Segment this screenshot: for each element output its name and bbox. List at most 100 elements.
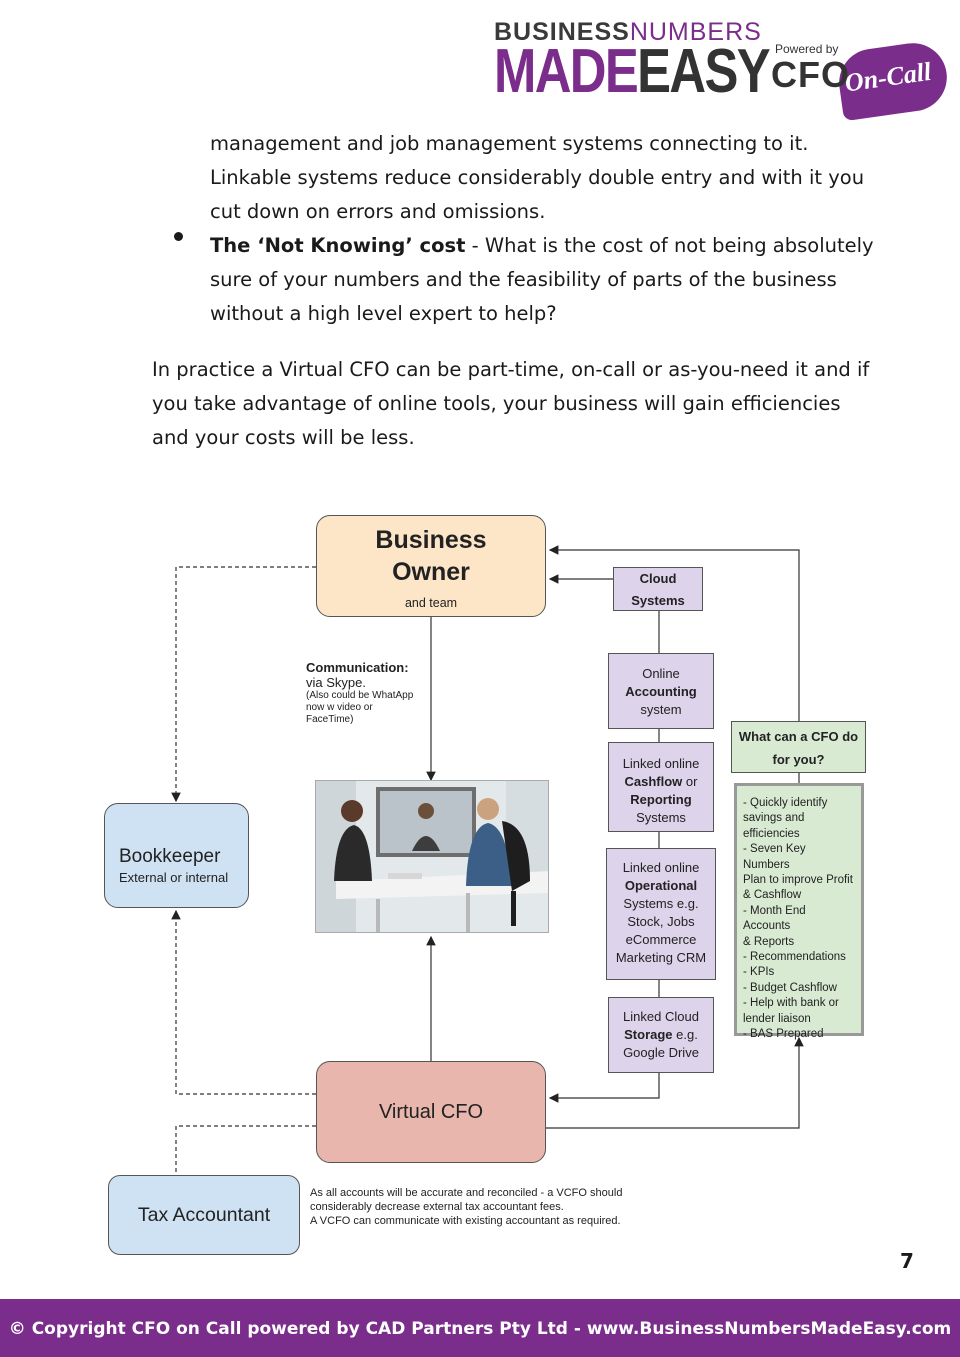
virtual-cfo-label: Virtual CFO bbox=[378, 1101, 484, 1123]
cashflow-line: Cashflow or bbox=[609, 773, 713, 791]
logo-powered-by: Powered by bbox=[775, 42, 839, 56]
communication-via: via Skype. bbox=[306, 675, 366, 690]
bullet-dot bbox=[174, 232, 183, 241]
body-line: management and job management systems co… bbox=[210, 132, 809, 155]
cloud-line: Cloud bbox=[639, 571, 677, 586]
benefit-item: - Help with bank or bbox=[743, 997, 839, 1010]
operational-system-box: Linked online Operational Systems e.g. S… bbox=[606, 848, 716, 980]
bullet-line: sure of your numbers and the feasibility… bbox=[210, 268, 837, 291]
paragraph-line: In practice a Virtual CFO can be part-ti… bbox=[152, 358, 870, 381]
storage-line: Google Drive bbox=[623, 1045, 699, 1060]
dashed-owner-bookkeeper bbox=[171, 566, 316, 803]
accounting-line: system bbox=[640, 702, 682, 717]
cashflow-line: Linked online bbox=[622, 756, 700, 771]
dashed-cfo-bookkeeper bbox=[171, 909, 316, 1095]
communication-alt: (Also could be WhatApp bbox=[306, 690, 414, 701]
cashflow-keyword: Cashflow bbox=[624, 774, 683, 789]
bookkeeper-box: Bookkeeper External or internal bbox=[104, 803, 249, 908]
tax-accountant-label: Tax Accountant bbox=[137, 1204, 271, 1226]
cfo-question-box: What can a CFO do for you? bbox=[731, 721, 866, 773]
business-owner-title: Business Owner bbox=[375, 526, 487, 586]
communication-alt: now w video or bbox=[306, 702, 373, 713]
benefit-item: lender liaison bbox=[743, 1012, 811, 1025]
storage-line: Linked Cloud bbox=[623, 1009, 699, 1024]
paragraph-line: you take advantage of online tools, your… bbox=[152, 392, 841, 415]
cashflow-line: Reporting bbox=[630, 792, 692, 807]
benefit-item: - Seven Key Numbers bbox=[743, 843, 806, 871]
logo-word-made: MADE bbox=[494, 37, 639, 106]
benefit-item: & Reports bbox=[743, 935, 795, 948]
cfo-benefits-box: - Quickly identify savings and efficienc… bbox=[734, 783, 864, 1040]
paragraph-line: and your costs will be less. bbox=[152, 426, 415, 449]
tax-fees-note: As all accounts will be accurate and rec… bbox=[310, 1186, 622, 1228]
video-meeting-photo bbox=[315, 780, 549, 933]
bookkeeper-sublabel: External or internal bbox=[119, 870, 229, 885]
note-line: A VCFO can communicate with existing acc… bbox=[310, 1215, 621, 1227]
question-line: for you? bbox=[772, 752, 825, 767]
benefit-item: efficiencies bbox=[743, 827, 800, 840]
benefit-item: & Cashflow bbox=[743, 889, 802, 902]
benefit-item: - Recommendations bbox=[743, 951, 846, 964]
communication-heading: Communication: bbox=[306, 660, 409, 675]
brand-logo: BUSINESSNUMBERS MADEEASY Powered by On-C… bbox=[494, 18, 952, 122]
operational-line: Stock, Jobs bbox=[627, 914, 695, 929]
note-line: As all accounts will be accurate and rec… bbox=[310, 1187, 623, 1199]
bookkeeper-label: Bookkeeper bbox=[119, 846, 221, 867]
benefit-item: - KPIs bbox=[743, 966, 775, 979]
accounting-line: Online bbox=[642, 666, 680, 681]
logo-made-easy: MADEEASY bbox=[494, 37, 771, 106]
accounting-line: Accounting bbox=[625, 684, 697, 699]
operational-line: eCommerce bbox=[625, 932, 697, 947]
tax-accountant-box: Tax Accountant bbox=[108, 1175, 300, 1255]
page-number: 7 bbox=[900, 1249, 914, 1273]
business-owner-subtitle: and team bbox=[404, 596, 458, 610]
meeting-illustration bbox=[316, 781, 548, 932]
logo-cfo: CFO bbox=[771, 54, 850, 95]
benefit-item: - Quickly identify bbox=[743, 797, 828, 809]
cashflow-connector: or bbox=[682, 774, 698, 789]
cashflow-line: Systems bbox=[636, 810, 686, 825]
operational-line: Operational bbox=[624, 878, 698, 893]
operational-line: Linked online bbox=[622, 860, 700, 875]
communication-alt: FaceTime) bbox=[306, 714, 354, 725]
business-owner-box: Business Owner and team bbox=[316, 515, 546, 617]
footer-bar: © Copyright CFO on Call powered by CAD P… bbox=[0, 1299, 960, 1357]
logo-word-easy: EASY bbox=[637, 37, 771, 106]
note-line: considerably decrease external tax accou… bbox=[310, 1201, 564, 1213]
arrow-loop-to-owner bbox=[548, 545, 800, 721]
operational-line: Marketing CRM bbox=[615, 950, 707, 965]
operational-line: Systems e.g. bbox=[623, 896, 699, 911]
arrow-cfo-to-benefits bbox=[546, 1036, 804, 1129]
logo-word-numbers: NUMBERS bbox=[629, 18, 762, 46]
dashed-cfo-tax bbox=[175, 1125, 316, 1175]
logo-on-call-bubble: On-Call bbox=[834, 38, 952, 122]
accounting-system-box: Online Accounting system bbox=[608, 653, 714, 729]
cashflow-system-box: Linked online Cashflow or Reporting Syst… bbox=[608, 742, 714, 832]
benefit-item: savings and bbox=[743, 812, 805, 825]
bullet-heading: The ‘Not Knowing’ cost bbox=[210, 234, 466, 257]
body-line: cut down on errors and omissions. bbox=[210, 200, 546, 223]
logo-word-business: BUSINESS bbox=[494, 18, 630, 46]
question-line: What can a CFO do bbox=[738, 729, 859, 744]
storage-keyword: Storage bbox=[624, 1027, 673, 1042]
bullet-text: - What is the cost of not being absolute… bbox=[465, 234, 874, 257]
cloud-storage-box: Linked Cloud Storage e.g. Google Drive bbox=[608, 997, 714, 1073]
communication-note: Communication: via Skype. (Also could be… bbox=[306, 660, 413, 726]
benefit-item: Plan to improve Profit bbox=[743, 874, 853, 887]
benefit-item: - BAS Prepared bbox=[743, 1028, 824, 1041]
bullet-line: The ‘Not Knowing’ cost - What is the cos… bbox=[210, 229, 874, 263]
arrow-storage-to-cfo bbox=[548, 1073, 660, 1103]
storage-line: Storage e.g. bbox=[609, 1026, 713, 1044]
virtual-cfo-box: Virtual CFO bbox=[316, 1061, 546, 1163]
cloud-line: Systems bbox=[631, 593, 685, 608]
body-line: Linkable systems reduce considerably dou… bbox=[210, 166, 865, 189]
logo-on-call-text: On-Call bbox=[842, 56, 933, 98]
benefit-item: - Budget Cashflow bbox=[743, 981, 837, 994]
storage-eg: e.g. bbox=[672, 1027, 698, 1042]
logo-business-numbers: BUSINESSNUMBERS bbox=[494, 18, 762, 47]
bullet-line: without a high level expert to help? bbox=[210, 302, 557, 325]
benefit-item: - Month End Accounts bbox=[743, 904, 806, 933]
cloud-systems-box: Cloud Systems bbox=[613, 567, 703, 611]
footer-copyright: © Copyright CFO on Call powered by CAD P… bbox=[8, 1319, 952, 1339]
